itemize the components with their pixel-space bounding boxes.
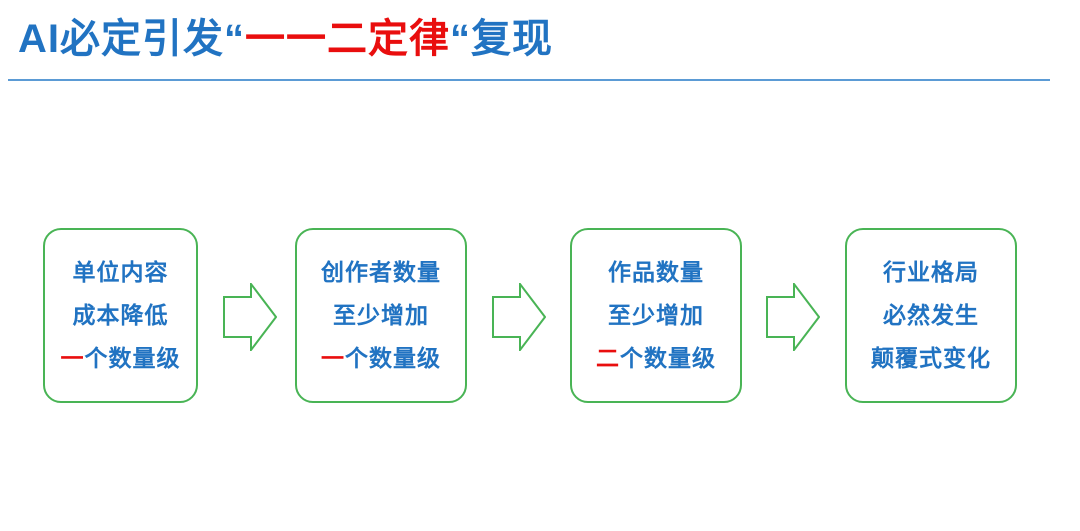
title-suffix: 复现 <box>471 17 553 61</box>
step-line: 创作者数量 <box>321 251 441 294</box>
step-line: 作品数量 <box>608 251 704 294</box>
step-line-text: 单位内容 <box>72 259 169 285</box>
step-line: 一个数量级 <box>321 337 441 380</box>
step-line-text: 个数量级 <box>345 345 441 371</box>
right-arrow-icon <box>223 283 277 351</box>
step-line-text: 至少增加 <box>608 302 704 328</box>
step-line-red: 一 <box>60 345 85 371</box>
step-line-text: 个数量级 <box>84 345 181 371</box>
title-divider <box>8 79 1050 81</box>
title-open-quote: “ <box>224 17 245 61</box>
step-line-text: 创作者数量 <box>321 259 441 285</box>
step-line: 单位内容 <box>73 251 169 294</box>
title-highlight: 一一二定律 <box>245 17 450 61</box>
step-line: 至少增加 <box>608 294 704 337</box>
step-line-text: 必然发生 <box>883 302 979 328</box>
step-line-text: 颠覆式变化 <box>871 345 991 371</box>
step-line-text: 个数量级 <box>620 345 716 371</box>
step-line: 颠覆式变化 <box>871 337 991 380</box>
step-line: 成本降低 <box>73 294 169 337</box>
right-arrow-icon <box>492 283 546 351</box>
slide-title: AI必定引发“一一二定律“复现 <box>18 6 553 64</box>
flow-step-1: 单位内容 成本降低 一个数量级 <box>43 228 198 403</box>
step-line-text: 行业格局 <box>883 259 979 285</box>
step-line-text: 成本降低 <box>72 302 169 328</box>
right-arrow-icon <box>766 283 820 351</box>
title-prefix: AI必定引发 <box>18 17 224 61</box>
step-line-red: 二 <box>596 345 620 371</box>
step-line-text: 至少增加 <box>333 302 429 328</box>
step-line: 必然发生 <box>883 294 979 337</box>
flow-step-4: 行业格局 必然发生 颠覆式变化 <box>845 228 1017 403</box>
step-line-red: 一 <box>321 345 345 371</box>
step-line: 行业格局 <box>883 251 979 294</box>
step-line: 一个数量级 <box>61 337 181 380</box>
step-line: 二个数量级 <box>596 337 716 380</box>
step-line: 至少增加 <box>333 294 429 337</box>
flow-step-2: 创作者数量 至少增加 一个数量级 <box>295 228 467 403</box>
step-line-text: 作品数量 <box>608 259 704 285</box>
flow-step-3: 作品数量 至少增加 二个数量级 <box>570 228 742 403</box>
title-close-quote: “ <box>450 17 471 61</box>
